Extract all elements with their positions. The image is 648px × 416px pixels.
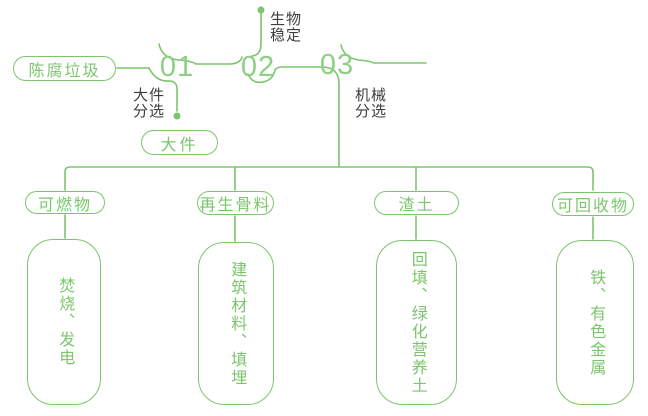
label-bio-stabilization-line1: 生物 bbox=[270, 11, 303, 28]
step-number-02: 02 bbox=[240, 51, 276, 83]
node-recyclables-label: 可回收物 bbox=[556, 198, 629, 215]
node-recyclables: 可回收物 bbox=[552, 192, 634, 216]
box-recycled-aggregate-products-text: 建筑材料、填埋 bbox=[228, 260, 246, 387]
node-aged-waste-label: 陈腐垃圾 bbox=[28, 62, 101, 80]
node-combustibles-label: 可燃物 bbox=[37, 196, 92, 214]
branch-end-dot bbox=[173, 112, 181, 120]
node-combustibles: 可燃物 bbox=[25, 191, 105, 214]
label-bulky-sorting-line2: 分选 bbox=[133, 103, 166, 120]
label-bulky-sorting: 大件 分选 bbox=[133, 88, 165, 120]
arc-over-01 bbox=[158, 43, 197, 65]
label-mechanical-sorting: 机械 分选 bbox=[355, 88, 387, 120]
box-combustibles-products: 焚烧、发电 bbox=[27, 239, 101, 405]
node-recycled-aggregate-label: 再生骨料 bbox=[199, 197, 272, 214]
box-recycled-aggregate-products: 建筑材料、填埋 bbox=[198, 242, 274, 405]
label-mechanical-sorting-line1: 机械 bbox=[355, 87, 388, 104]
label-bio-stabilization: 生物 稳定 bbox=[270, 12, 302, 44]
box-recyclables-products: 铁、有色金属 bbox=[556, 240, 634, 405]
box-recyclables-products-text: 铁、有色金属 bbox=[587, 268, 605, 377]
label-mechanical-sorting-line2: 分选 bbox=[355, 103, 388, 120]
swoosh-under-01-to-bulky bbox=[148, 67, 178, 112]
bend-down-from-03 bbox=[321, 66, 340, 168]
branch-end-dot bbox=[257, 6, 265, 14]
node-bulky-items-label: 大件 bbox=[160, 136, 199, 154]
node-aged-waste: 陈腐垃圾 bbox=[13, 56, 116, 81]
distributor-line bbox=[64, 166, 594, 191]
label-bio-stabilization-line2: 稳定 bbox=[270, 27, 303, 44]
bio-branch-line bbox=[251, 12, 262, 57]
label-bulky-sorting-line1: 大件 bbox=[133, 87, 166, 104]
swoosh-under-02-to-03 bbox=[247, 66, 323, 84]
box-slag-soil-products: 回填、绿化营养土 bbox=[376, 240, 457, 405]
node-bulky-items: 大件 bbox=[141, 130, 218, 155]
box-combustibles-products-text: 焚烧、发电 bbox=[56, 277, 74, 367]
step-number-03: 03 bbox=[319, 49, 355, 81]
arc-over-03 bbox=[340, 44, 375, 64]
step-number-01: 01 bbox=[159, 51, 195, 83]
node-slag-soil: 渣土 bbox=[374, 191, 459, 215]
node-recycled-aggregate: 再生骨料 bbox=[197, 191, 274, 215]
box-slag-soil-products-text: 回填、绿化营养土 bbox=[408, 250, 426, 395]
line-01-to-02 bbox=[195, 56, 243, 65]
node-slag-soil-label: 渣土 bbox=[398, 197, 435, 214]
